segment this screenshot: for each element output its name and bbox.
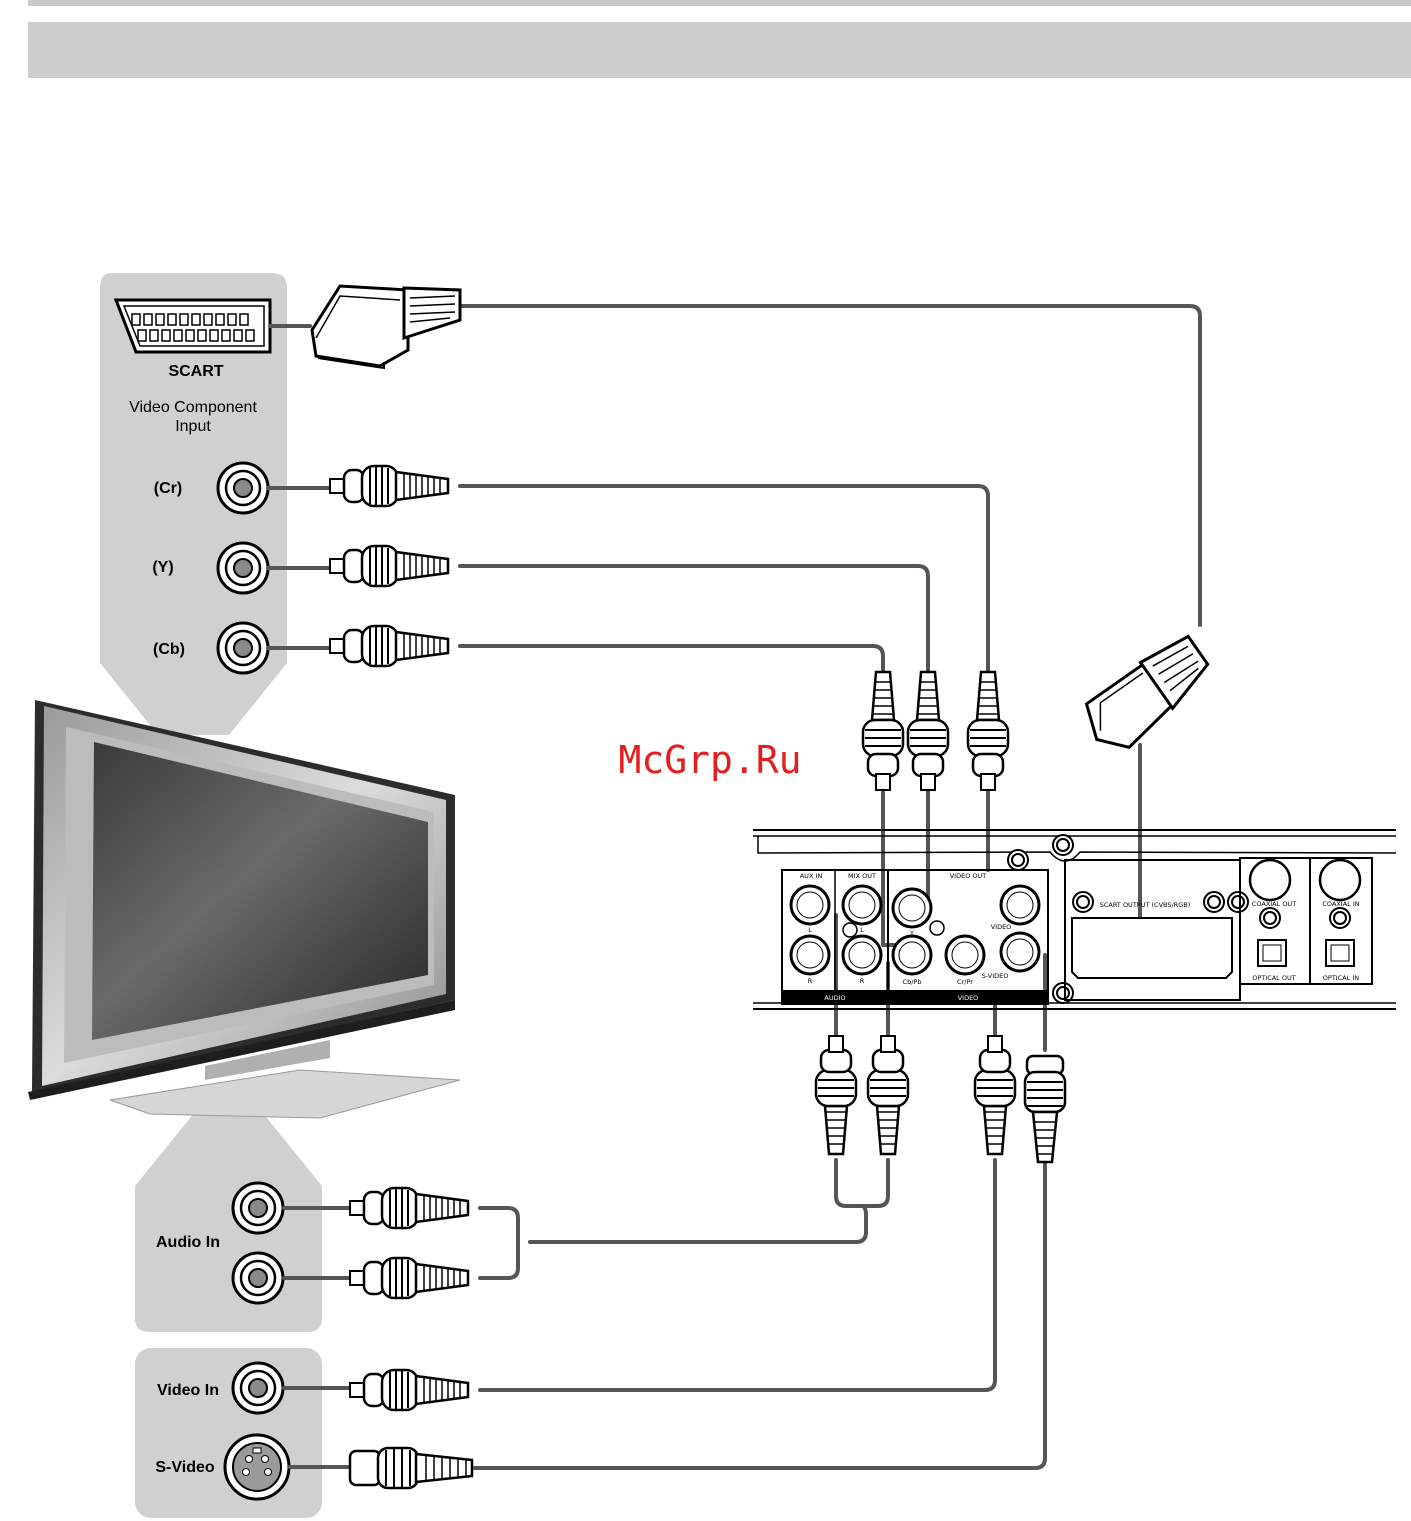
video-jack-label: VIDEO [991, 923, 1012, 931]
cr-plug-icon [330, 466, 448, 506]
y-jack-icon [218, 543, 268, 593]
svideo-plug-up-icon [1025, 1056, 1065, 1162]
svideo-label: S-Video [155, 1459, 215, 1476]
television-image [28, 700, 460, 1118]
component-title-line2: Input [175, 418, 211, 435]
audio-r-plug-up-icon [868, 1036, 908, 1154]
aux-r-label: R [808, 977, 813, 985]
optical-out-label: OPTICAL OUT [1252, 974, 1295, 982]
y-label: (Y) [152, 559, 173, 576]
cb-plug-down-icon [863, 672, 903, 790]
video-out-label: VIDEO OUT [950, 872, 987, 880]
component-title-line1: Video Component [129, 399, 257, 416]
coaxial-in-label: COAXIAL IN [1322, 900, 1359, 908]
audio-r-plug-icon [350, 1188, 468, 1228]
y-plug-icon [330, 546, 448, 586]
audio-in-label: Audio In [156, 1234, 220, 1251]
player-rear-panel [753, 830, 1396, 1009]
svideo-jack-icon [225, 1435, 289, 1499]
coaxial-out-label: COAXIAL OUT [1252, 900, 1296, 908]
video-group-label: VIDEO [958, 994, 979, 1002]
cr-plug-down-icon [968, 672, 1008, 790]
scart-plug-tv-icon [312, 286, 460, 368]
mix-r-label: R [860, 977, 865, 985]
mix-out-label: MIX OUT [848, 872, 876, 880]
scart-socket [116, 300, 270, 352]
cb-jack-icon [218, 623, 268, 673]
audio-in-r-jack-icon [233, 1183, 283, 1233]
scart-plug-player-icon [1075, 632, 1221, 760]
cr-pr-label: Cr/Pr [957, 978, 973, 986]
tv-video-panel [135, 1348, 322, 1518]
cb-pb-label: Cb/Pb [903, 978, 922, 986]
y-plug-down-icon [908, 672, 948, 790]
video-plug-up-icon [975, 1036, 1015, 1154]
optical-in-label: OPTICAL IN [1323, 974, 1360, 982]
cb-plug-icon [330, 626, 448, 666]
cr-jack-icon [218, 463, 268, 513]
aux-l-label: L [808, 926, 812, 934]
video-in-label: Video In [157, 1382, 219, 1399]
tv-audio-panel [135, 1112, 322, 1332]
scart-label: SCART [168, 363, 223, 380]
video-in-jack-icon [233, 1363, 283, 1413]
audio-in-l-jack-icon [233, 1253, 283, 1303]
audio-l-plug-up-icon [816, 1036, 856, 1154]
audio-l-plug-icon [350, 1258, 468, 1298]
cr-label: (Cr) [154, 480, 182, 497]
y-jack-label: Y [909, 929, 914, 937]
svideo-plug-icon [350, 1448, 472, 1488]
audio-group-label: AUDIO [824, 994, 845, 1002]
aux-in-label: AUX IN [800, 872, 823, 880]
cb-label: (Cb) [153, 641, 185, 658]
scart-output-label: SCART OUTPUT (CVBS/RGB) [1100, 901, 1190, 909]
video-plug-icon [350, 1370, 468, 1410]
watermark: McGrp.Ru [618, 738, 801, 782]
mix-l-label: L [860, 926, 864, 934]
s-video-jack-label: S-VIDEO [982, 972, 1009, 980]
